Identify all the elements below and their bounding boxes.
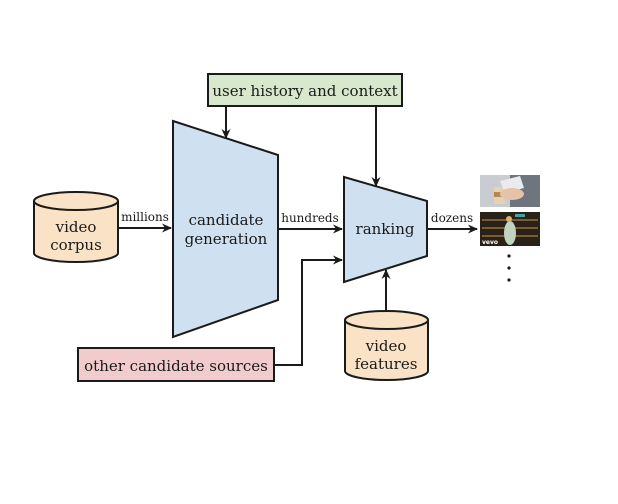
edge-corpus-to-candidates: millions (118, 210, 172, 233)
other-sources-node: other candidate sources (77, 347, 275, 382)
video-features-node: video features (344, 310, 429, 381)
video-corpus-node: video corpus (33, 191, 119, 263)
output-thumbnail-1 (480, 175, 540, 207)
output-ellipsis (507, 254, 511, 282)
edge-other-sources-to-ranking (274, 255, 343, 366)
user-history-node: user history and context (207, 73, 403, 107)
ranking-node: ranking (343, 175, 428, 284)
other-sources-label: other candidate sources (84, 357, 268, 375)
vevo-badge: vevo (482, 239, 498, 246)
video-corpus-label-line1: video (55, 218, 97, 236)
edge-label-millions: millions (121, 210, 169, 224)
candidate-generation-label-line2: generation (185, 230, 268, 248)
candidate-generation-node: candidate generation (172, 119, 279, 339)
edge-candidates-to-ranking: hundreds (278, 211, 343, 234)
edge-ranking-to-output: dozens (427, 211, 478, 234)
output-thumbnail-2: vevo (480, 212, 540, 246)
video-features-label-line1: video (365, 337, 407, 355)
candidate-generation-label-line1: candidate (189, 211, 264, 229)
user-history-label: user history and context (212, 82, 397, 100)
video-corpus-label-line2: corpus (50, 236, 102, 254)
edge-label-dozens: dozens (431, 211, 473, 225)
video-features-label-line2: features (355, 355, 418, 373)
ranking-label: ranking (356, 220, 415, 238)
edge-label-hundreds: hundreds (281, 211, 339, 225)
